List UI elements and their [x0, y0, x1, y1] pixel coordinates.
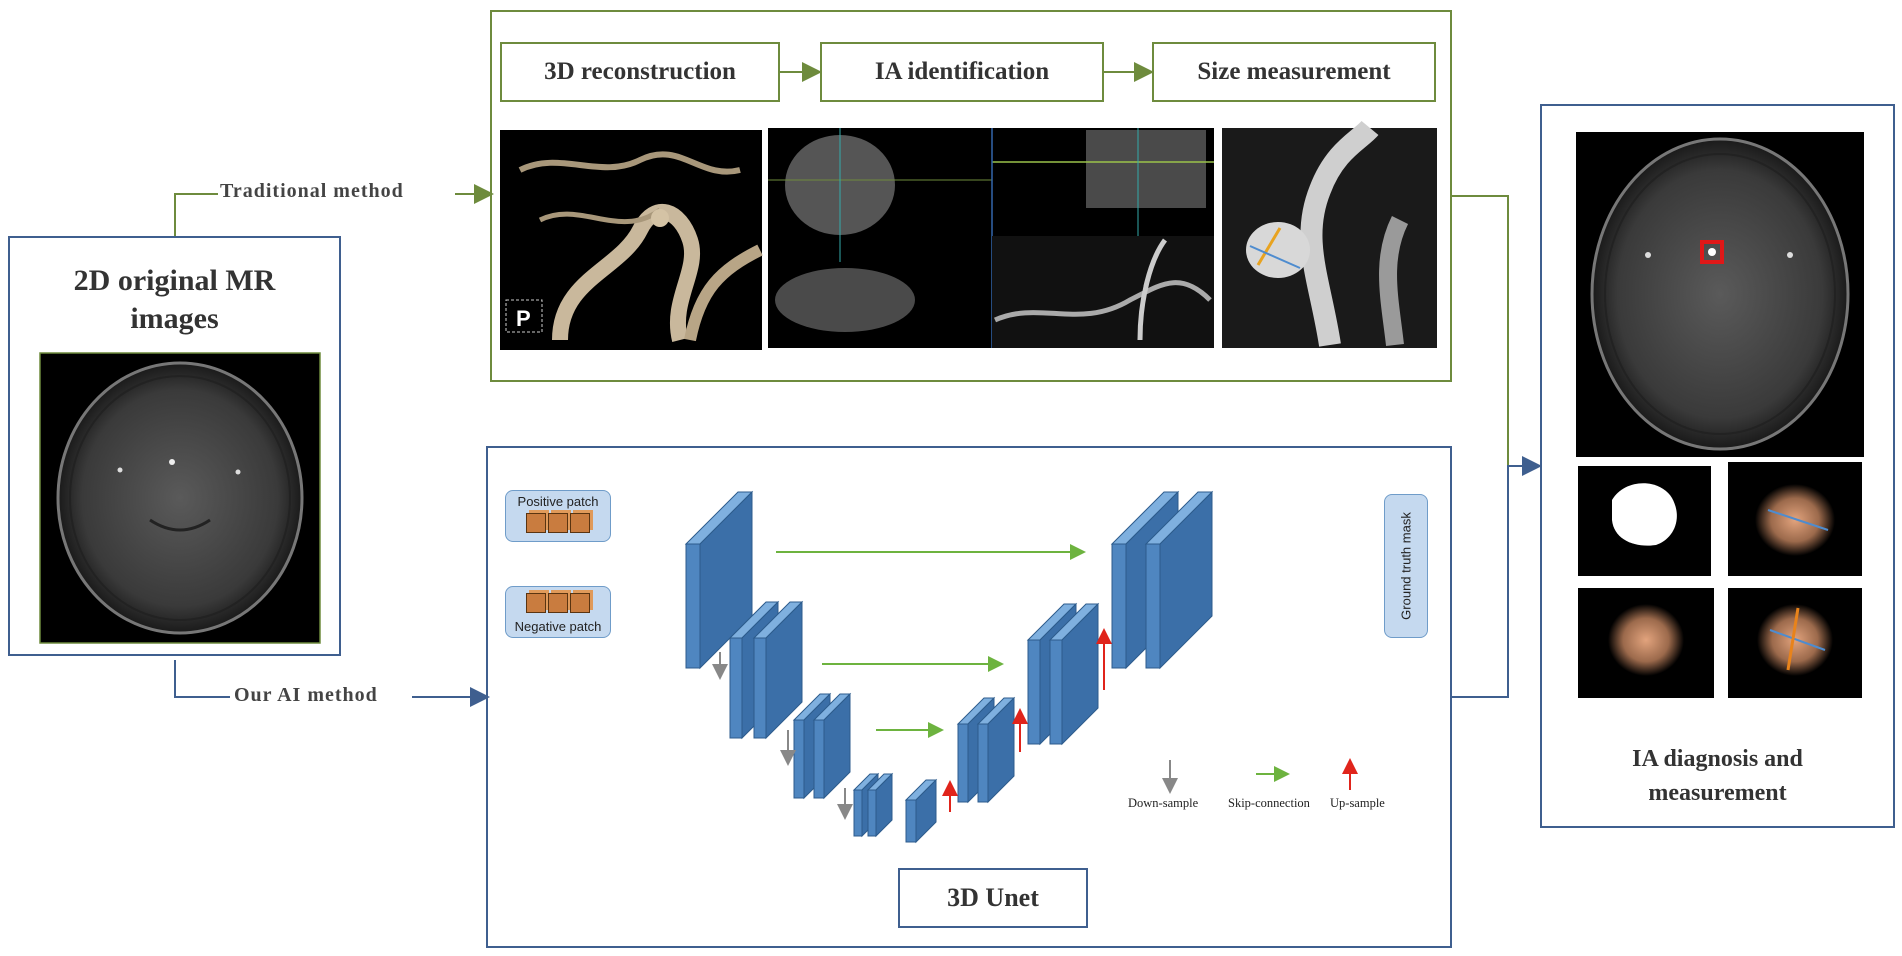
unet-blocks	[684, 490, 1214, 844]
negative-patch: Negative patch	[505, 586, 611, 638]
unet-decoder-block-3b	[976, 696, 1016, 804]
unet-encoder-block-4b	[866, 772, 894, 838]
legend-up-label: Up-sample	[1330, 796, 1385, 810]
positive-patch: Positive patch	[505, 490, 611, 542]
ground-truth-box: Ground truth mask	[1384, 494, 1428, 638]
original-title-line2: images	[130, 302, 219, 335]
unet-title: 3D Unet	[898, 868, 1088, 928]
cube-icon	[548, 593, 568, 613]
ai-method-label: Our AI method	[234, 684, 378, 706]
cube-icon	[570, 513, 590, 533]
step-3d-reconstruction: 3D reconstruction	[500, 42, 780, 102]
result-panel	[1540, 104, 1895, 828]
unet-bottleneck-block	[904, 778, 938, 844]
unet-decoder-block-2b	[1048, 602, 1100, 746]
aneurysm-marker	[1700, 240, 1724, 264]
original-panel-title: 2D original MR images	[8, 262, 341, 338]
legend-skip-label: Skip-connection	[1228, 796, 1310, 810]
step-ia-identification: IA identification	[820, 42, 1104, 102]
legend-down-label: Down-sample	[1128, 796, 1199, 810]
unet-decoder-block-1c	[1144, 490, 1214, 670]
traditional-method-label: Traditional method	[220, 180, 404, 202]
unet-panel	[486, 446, 1452, 948]
scan-letter: P	[516, 306, 531, 331]
ai-connector	[174, 660, 230, 698]
traditional-connector	[174, 193, 218, 236]
result-panel-title: IA diagnosis and measurement	[1540, 742, 1895, 810]
cube-icon	[526, 513, 546, 533]
original-panel	[8, 236, 341, 656]
result-title-line1: IA diagnosis and	[1632, 746, 1803, 772]
positive-patch-label: Positive patch	[517, 494, 599, 509]
negative-patch-label: Negative patch	[514, 619, 602, 634]
cube-icon	[548, 513, 568, 533]
traditional-panel	[490, 10, 1452, 382]
unet-encoder-block-3b	[812, 692, 852, 800]
step-size-measurement: Size measurement	[1152, 42, 1436, 102]
negative-cubes	[506, 593, 610, 616]
ground-truth-label: Ground truth mask	[1398, 512, 1414, 620]
cube-icon	[526, 593, 546, 613]
cube-icon	[570, 593, 590, 613]
positive-cubes	[506, 513, 610, 536]
unet-encoder-block-2	[752, 600, 804, 740]
original-title-line1: 2D original MR	[73, 264, 276, 297]
ai-to-result	[1452, 456, 1542, 698]
traditional-to-result	[1452, 195, 1509, 466]
unet-encoder-block-1	[684, 490, 754, 670]
result-title-line2: measurement	[1648, 780, 1787, 806]
